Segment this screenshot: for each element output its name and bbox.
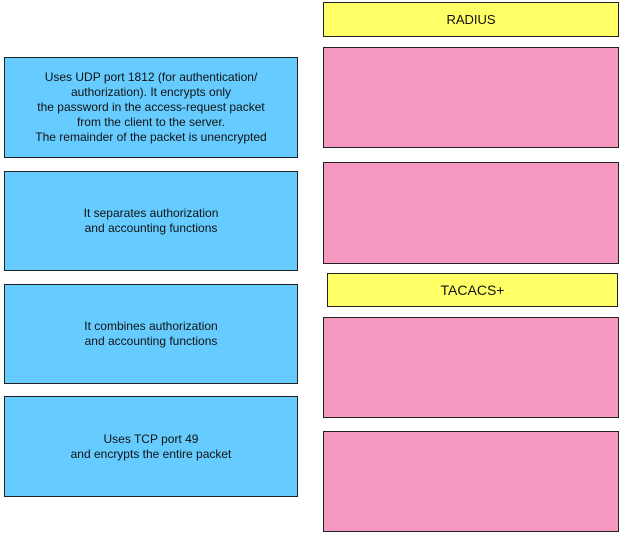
option-label: It combines authorization and accounting… [84, 319, 218, 348]
option-radius-udp[interactable]: Uses UDP port 1812 (for authentication/ … [4, 57, 298, 158]
radius-drop-target-1[interactable] [323, 47, 619, 148]
tacacs-header-label: TACACS+ [440, 282, 505, 298]
tacacs-drop-target-1[interactable] [323, 317, 619, 418]
option-separates-functions[interactable]: It separates authorization and accountin… [4, 171, 298, 271]
radius-drop-target-2[interactable] [323, 162, 619, 264]
option-combines-functions[interactable]: It combines authorization and accounting… [4, 284, 298, 384]
option-tcp-port-49[interactable]: Uses TCP port 49 and encrypts the entire… [4, 396, 298, 497]
option-label: It separates authorization and accountin… [83, 206, 219, 235]
tacacs-header: TACACS+ [327, 273, 618, 307]
radius-header: RADIUS [323, 2, 619, 37]
radius-header-label: RADIUS [446, 12, 496, 27]
option-label: Uses UDP port 1812 (for authentication/ … [35, 70, 267, 144]
tacacs-drop-target-2[interactable] [323, 431, 619, 532]
option-label: Uses TCP port 49 and encrypts the entire… [70, 431, 232, 461]
